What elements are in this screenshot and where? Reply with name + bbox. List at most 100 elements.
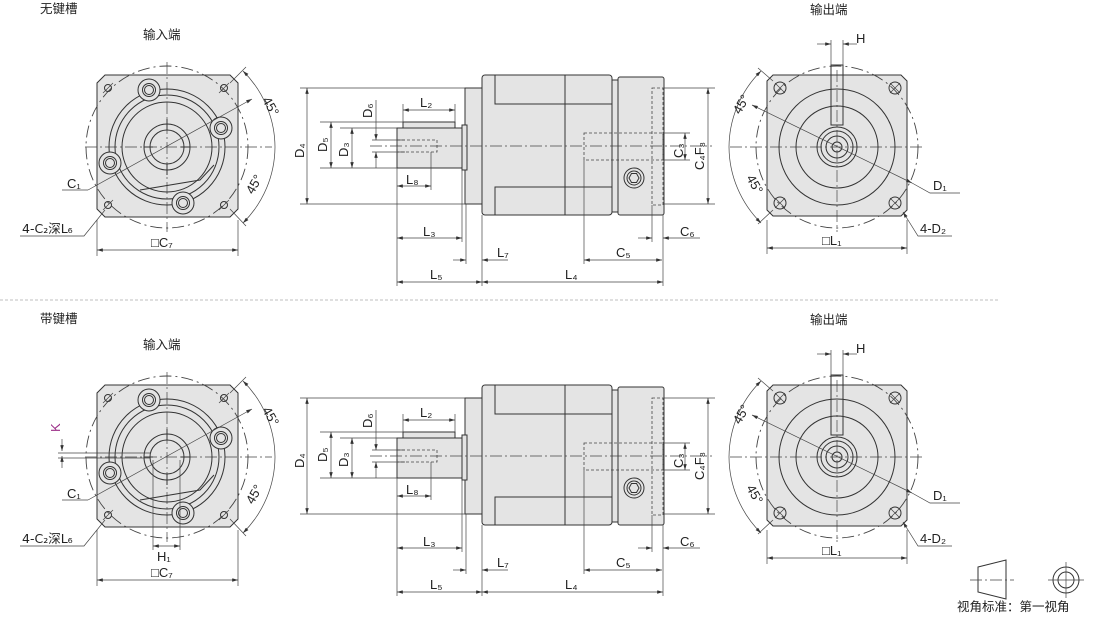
input-bore	[583, 132, 664, 161]
input-end-title: 输入端	[143, 27, 181, 42]
hole-mark	[102, 392, 114, 404]
clamp-lug	[137, 388, 161, 412]
lug-hole	[176, 196, 190, 210]
lug-hole-inner	[105, 158, 115, 168]
d4-label: D₄	[292, 453, 307, 468]
d1-leader	[911, 492, 960, 504]
d2-label: 4-D₂	[920, 221, 946, 236]
hex-socket-icon	[628, 173, 640, 183]
hole-mark	[889, 197, 901, 209]
mounting-hole	[104, 84, 112, 92]
mounting-hole	[104, 394, 112, 402]
lug-hole-inner	[178, 508, 188, 518]
d1-diameter-line	[751, 104, 913, 184]
extension-line	[757, 67, 774, 82]
lug-hole-inner	[178, 198, 188, 208]
lug-hole-inner	[216, 433, 226, 443]
c2-depth-label: 4-C₂深L₆	[22, 531, 73, 546]
c5-label: C₅	[616, 245, 631, 260]
clamp-lug	[98, 151, 122, 175]
input-end-title: 输入端	[143, 337, 181, 352]
shaft-key	[402, 121, 456, 129]
l7-label: L₇	[497, 245, 509, 260]
lug-hole	[142, 83, 156, 97]
hole-mark	[218, 82, 230, 94]
mounting-hole	[773, 196, 787, 210]
angle-arc	[728, 70, 762, 224]
hole-mark	[889, 392, 901, 404]
extension-line	[229, 518, 247, 537]
extension-line	[229, 66, 247, 84]
clamp-lug	[209, 116, 233, 140]
c4f8-label: C₄F₈	[692, 142, 707, 170]
clamp-lug	[171, 501, 195, 525]
l7-label: L₇	[497, 555, 509, 570]
projection-legend: 视角标准：第一视角	[957, 559, 1084, 614]
mounting-hole	[888, 196, 902, 210]
clamp-screw-inner	[626, 480, 642, 496]
lug-hole-inner	[144, 395, 154, 405]
angle-arc	[242, 380, 276, 534]
mounting-hole	[220, 201, 228, 209]
angle-label: 45°	[743, 172, 766, 197]
d2-label: 4-D₂	[920, 531, 946, 546]
extension-line	[229, 208, 247, 227]
c7-label: □C₇	[151, 235, 173, 250]
l3-label: L₃	[423, 224, 436, 239]
mounting-hole	[220, 511, 228, 519]
l5-label: L₅	[430, 577, 442, 592]
output-end-title: 输出端	[810, 2, 848, 17]
housing-rib	[494, 385, 612, 525]
first-angle-circle-symbol	[1048, 562, 1084, 598]
clamp-lug	[209, 426, 233, 450]
hole-mark	[102, 199, 114, 211]
input-bore	[583, 442, 664, 471]
c1-label: C₁	[67, 176, 81, 191]
c1-label: C₁	[67, 486, 81, 501]
hole-mark	[889, 507, 901, 519]
hole-mark	[218, 392, 230, 404]
mounting-hole	[773, 391, 787, 405]
row-title: 无键槽	[40, 1, 78, 16]
d1-label: D₁	[933, 488, 947, 503]
d5-label: D₅	[315, 447, 330, 462]
output-end-title: 输出端	[810, 312, 848, 327]
lug-hole	[142, 393, 156, 407]
angle-label: 45°	[730, 92, 753, 117]
mounting-hole	[104, 511, 112, 519]
l8-label: L₈	[406, 482, 419, 497]
hole-mark	[102, 82, 114, 94]
housing-ring	[114, 94, 220, 200]
d4-label: D₄	[292, 143, 307, 158]
pilot-recess	[651, 87, 664, 206]
c1-diameter-line	[87, 98, 253, 191]
row-title: 带键槽	[40, 311, 78, 326]
hole-mark	[774, 507, 786, 519]
clamp-lug	[137, 78, 161, 102]
housing-ring	[114, 404, 220, 510]
l2-label: L₂	[420, 95, 432, 110]
extension-line	[757, 377, 774, 392]
hex-socket-icon	[628, 483, 640, 493]
l3-label: L₃	[423, 534, 436, 549]
gear-housing	[481, 74, 613, 216]
lug-hole-inner	[144, 85, 154, 95]
mounting-hole	[773, 506, 787, 520]
c4f8-label: C₄F₈	[692, 452, 707, 480]
c2-depth-label: 4-C₂深L₆	[22, 221, 73, 236]
key-depth-label: K	[48, 423, 63, 432]
angle-arc	[728, 380, 762, 534]
clamp-screw-inner	[626, 170, 642, 186]
clamp-lug	[171, 191, 195, 215]
hole-mark	[774, 82, 786, 94]
c2-leader	[20, 519, 106, 547]
c3-label: C₃	[671, 453, 686, 468]
d1-label: D₁	[933, 178, 947, 193]
l5-label: L₅	[430, 267, 442, 282]
angle-arc	[242, 70, 276, 224]
